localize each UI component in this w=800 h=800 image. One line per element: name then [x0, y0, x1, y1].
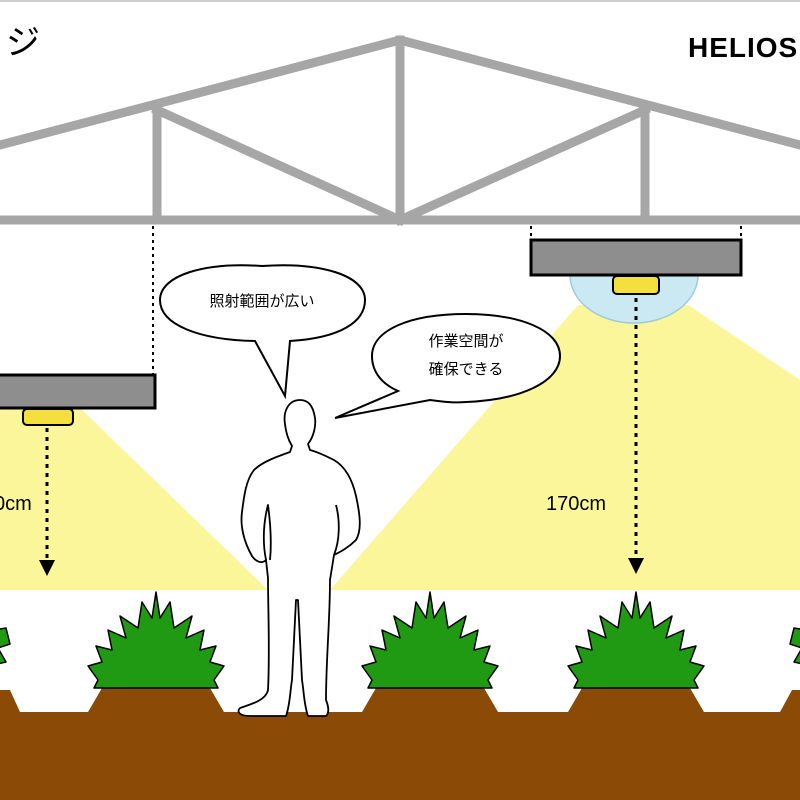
roof-truss	[0, 35, 800, 226]
left-distance-label: 0cm	[0, 493, 32, 515]
callout-workspace-line2: 確保できる	[429, 360, 504, 378]
callout-workspace-line1: 作業空間が	[428, 332, 503, 350]
plant	[567, 591, 705, 689]
plant	[0, 627, 11, 665]
right-lamp	[612, 275, 660, 295]
person-silhouette	[237, 399, 361, 717]
soil-bed	[0, 688, 800, 800]
plant	[789, 627, 800, 665]
left-light-cone	[0, 408, 268, 590]
plant	[361, 591, 499, 689]
left-light-fixture	[0, 226, 157, 576]
left-arrow-down-icon	[39, 560, 55, 576]
speech-bubble-wide-range	[158, 264, 367, 400]
page-title-fragment: ジ	[6, 23, 40, 63]
speech-bubble-workspace	[334, 312, 562, 419]
right-diffuser-dome	[569, 274, 699, 324]
right-light-fixture	[529, 226, 743, 574]
right-arrow-down-icon	[628, 558, 644, 574]
right-light-cone	[330, 305, 800, 590]
brand-logo-text: HELIOS	[688, 32, 798, 63]
right-distance-label: 170cm	[546, 493, 606, 515]
plant	[87, 591, 225, 689]
left-lamp	[22, 408, 74, 426]
callout-wide-range: 照射範囲が広い	[209, 292, 314, 310]
